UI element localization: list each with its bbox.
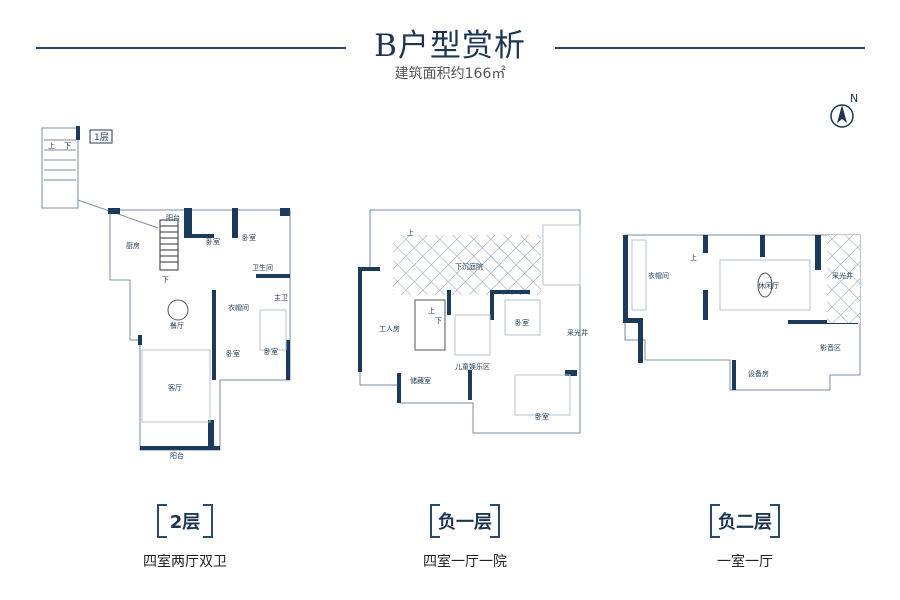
level-label: 负一层 [438,512,492,533]
room-label-bedroom-1: 卧室 [515,318,529,327]
page-title: B户型赏析 [374,28,526,64]
courtyard-tiles [393,235,541,295]
room-label-bedroom-1: 卧室 [206,237,220,246]
level-tab-b2[interactable]: 负二层 [710,504,780,538]
floor-plan-b1: 下沉庭院 工人房 卧室 采光井 储藏室 儿童娱乐区 卧室 上 上 下 [358,209,588,434]
room-label-balcony-south: 阳台 [170,451,184,460]
room-label-light-well: 采光井 [567,328,588,337]
room-label-staff-room: 工人房 [379,324,400,333]
room-label-lounge: 休闲厅 [758,281,779,290]
room-label-media-area: 影音区 [820,343,841,352]
layout-description-b2: 一室一厅 [717,554,773,570]
room-label-dining: 餐厅 [170,321,184,330]
inset-1f: 上 下 1层 [41,126,159,229]
room-label-kitchen: 厨房 [126,241,140,250]
header-rule-right [555,47,865,49]
stair-up-label: 上 [48,141,55,150]
stair-up-label: 上 [428,306,435,315]
room-label-closet: 衣帽间 [648,271,669,280]
room-label-light-well: 采光井 [832,271,853,280]
stair-up-label: 上 [690,253,697,262]
level-tab-2f[interactable]: 2层 [157,504,213,538]
north-label: N [850,92,858,105]
stair-up-label: 上 [407,228,414,237]
header-rule-left [36,47,346,49]
stair-down-label: 下 [162,276,169,284]
room-label-closet: 衣帽间 [228,303,249,312]
stair-down-label: 下 [64,142,71,150]
room-label-bedroom-2: 卧室 [242,233,256,242]
stair-down-label: 下 [435,317,442,325]
floor-plan-2f: 上 下 1层 厨房 阳台 卧室 卧室 卫生间 餐厅 衣帽间 主卫 卧室 卧室 客… [41,126,291,460]
north-compass-icon: N [830,92,858,128]
room-label-master-bath: 主卫 [274,293,288,302]
room-label-equipment-room: 设备房 [748,369,769,378]
level-tab-b1[interactable]: 负一层 [430,504,500,538]
room-label-bedroom-2: 卧室 [535,412,549,421]
layout-description-b1: 四室一厅一院 [423,554,507,570]
level-label: 2层 [169,512,201,533]
inset-level-label: 1层 [94,132,109,143]
room-label-bedroom-3: 卧室 [226,349,240,358]
room-label-balcony-north: 阳台 [166,213,180,222]
area-subtitle: 建筑面积约166㎡ [394,66,506,82]
layout-description-2f: 四室两厅双卫 [143,554,227,570]
level-label: 负二层 [718,512,772,533]
plan-walls [108,208,291,451]
floor-plan-b2: 衣帽间 休闲厅 采光井 影音区 设备房 上 [623,234,861,391]
room-label-master-bedroom: 卧室 [264,347,278,356]
room-label-storage: 储藏室 [410,376,431,385]
room-label-kids-play: 儿童娱乐区 [455,362,490,371]
room-label-sunken-courtyard: 下沉庭院 [455,262,483,271]
room-label-bathroom: 卫生间 [252,263,273,272]
room-label-living: 客厅 [168,383,182,392]
